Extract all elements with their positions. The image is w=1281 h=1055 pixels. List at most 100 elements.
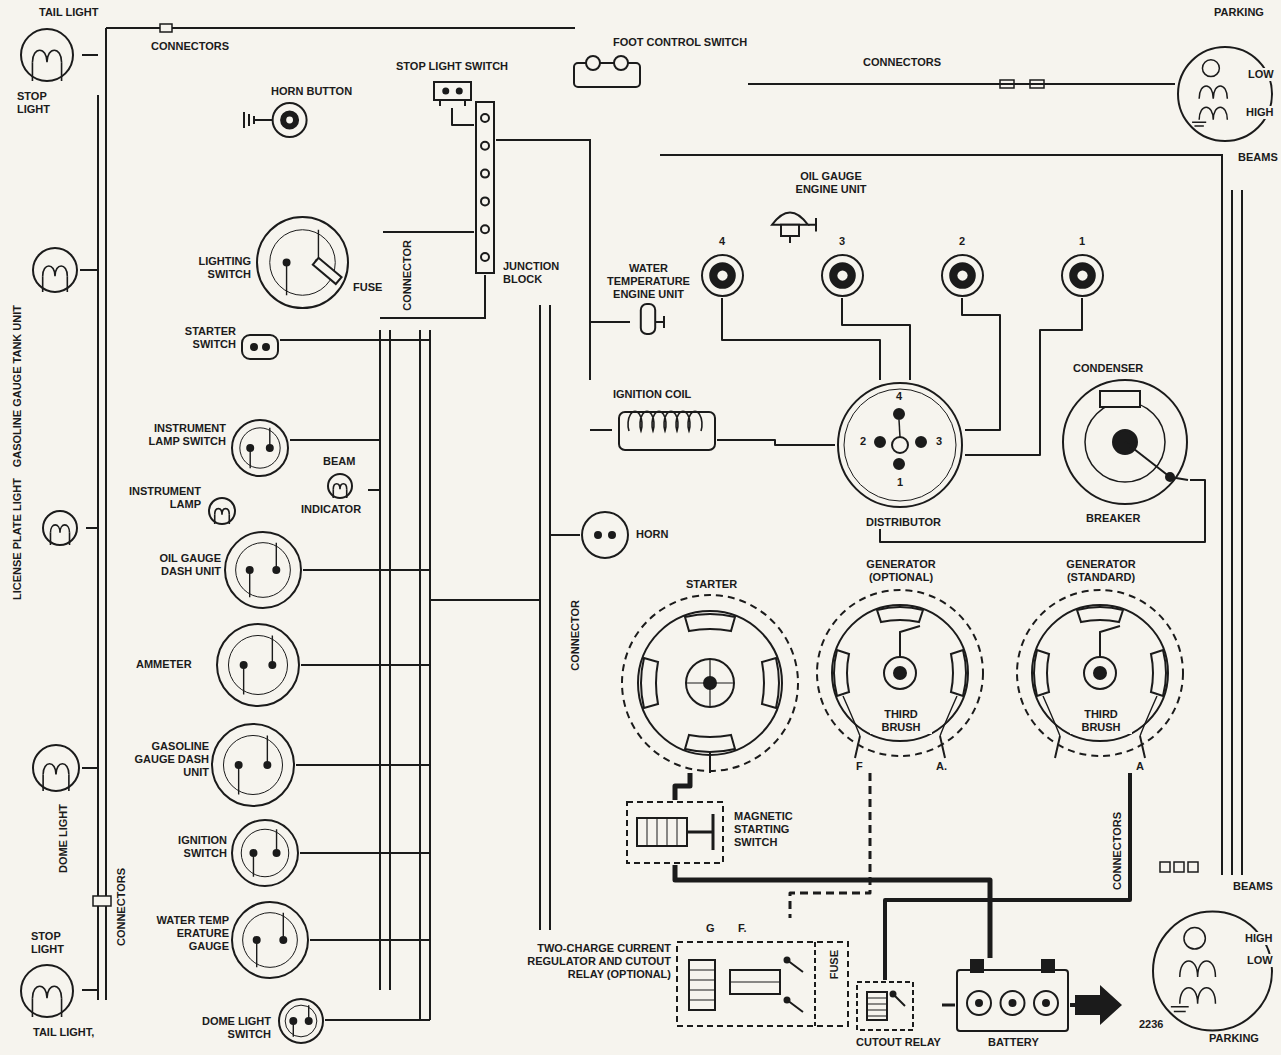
- symbol-part: [50, 525, 69, 533]
- component: GASOLINE GAUGE DASH UNIT: [130, 722, 296, 808]
- component: LIGHTING SWITCHFUSE: [170, 215, 383, 310]
- wire: [717, 440, 835, 445]
- component-symbol: [474, 100, 496, 275]
- symbol-part: [627, 802, 723, 863]
- symbol-part: [709, 751, 711, 773]
- part-label: WATER TEMPERATURE ENGINE UNIT: [600, 262, 697, 302]
- symbol-part: [232, 820, 298, 886]
- part-label: STARTER SWITCH: [165, 325, 237, 351]
- component: TAIL LIGHTSTOP LIGHT: [8, 6, 99, 116]
- symbol-part: [225, 532, 301, 608]
- component-outline: [223, 530, 303, 610]
- label-text: CONNECTOR: [568, 600, 583, 671]
- harness-wire: [80, 28, 575, 1000]
- part-label: THIRD BRUSH: [1070, 708, 1132, 734]
- wire: [748, 83, 1175, 85]
- part-label: BREAKER: [1085, 512, 1141, 525]
- symbol-part: [281, 112, 298, 129]
- symbol-part: [1070, 263, 1095, 288]
- component-outline: [12, 962, 82, 1020]
- wire: [452, 108, 474, 125]
- component: OIL GAUGE ENGINE UNIT: [760, 170, 872, 245]
- symbol-part: [32, 986, 61, 998]
- symbol-part: [704, 677, 716, 689]
- component-symbol: [855, 980, 915, 1032]
- component: TWO-CHARGE CURRENT REGULATOR AND CUTOUT …: [505, 918, 850, 1028]
- component: BATTERY: [955, 958, 1070, 1049]
- symbol-part: [481, 170, 489, 178]
- component-outline: [230, 900, 310, 980]
- symbol-part: [212, 724, 294, 806]
- symbol-part: [1184, 928, 1205, 949]
- part-label: HORN BUTTON: [270, 85, 353, 98]
- harness-wire: [380, 140, 630, 930]
- component-outline: [210, 722, 296, 808]
- component: OIL GAUGE DASH UNIT: [145, 530, 303, 610]
- part-label: IGNITION COIL: [612, 388, 692, 401]
- symbol-part: [1100, 626, 1120, 657]
- part-label: HIGH: [1245, 106, 1275, 119]
- symbol-part: [279, 999, 323, 1043]
- component: STARTER: [620, 578, 800, 773]
- component-symbol: [223, 530, 303, 610]
- part-label: STOP LIGHT: [16, 90, 68, 116]
- component-symbol: [30, 742, 82, 794]
- symbol-part: [443, 89, 448, 94]
- part-label: 4: [895, 390, 903, 403]
- component-symbol: [1060, 253, 1105, 298]
- part-label: 2: [958, 235, 966, 248]
- part-label: OIL GAUGE DASH UNIT: [145, 552, 222, 578]
- component-outline: [474, 100, 496, 275]
- component-symbol: [630, 302, 666, 342]
- symbol-part: [1202, 60, 1219, 77]
- symbol-part: [976, 1000, 982, 1006]
- symbol-part: [217, 624, 299, 706]
- part-label: INSTRUMENT LAMP: [120, 485, 202, 511]
- symbol-part: [582, 512, 628, 558]
- component-symbol: [955, 958, 1070, 1033]
- symbol-part: [32, 62, 61, 81]
- symbol-part: [574, 63, 640, 87]
- symbol-part: [257, 217, 348, 308]
- symbol-part: [884, 657, 916, 689]
- symbol-part: [286, 117, 293, 124]
- symbol-part: [950, 263, 975, 288]
- part-label: A: [1135, 760, 1145, 773]
- symbol-part: [894, 459, 904, 469]
- symbol-part: [215, 509, 230, 515]
- symbol-part: [814, 942, 816, 1026]
- symbol-part: [43, 764, 69, 775]
- symbol-part: [900, 626, 920, 657]
- symbol-part: [637, 818, 687, 846]
- symbol-part: [209, 498, 235, 524]
- symbol-part: [785, 958, 790, 963]
- symbol-part: [677, 942, 848, 1026]
- ground-arrow: [1075, 985, 1122, 1025]
- wire: [885, 773, 1130, 980]
- symbol-part: [772, 212, 808, 224]
- symbol-part: [655, 316, 664, 328]
- component: BEAMINDICATOR: [300, 455, 368, 516]
- component: 4: [700, 235, 745, 298]
- symbol-part: [253, 829, 276, 877]
- symbol-part: [21, 965, 73, 1017]
- part-label: STOP LIGHT SWITCH: [395, 60, 509, 73]
- symbol-part: [244, 112, 273, 128]
- component: STOP LIGHTTAIL LIGHT,: [8, 930, 95, 1039]
- symbol-part: [263, 344, 269, 350]
- symbol-part: [1180, 961, 1216, 977]
- symbol-part: [717, 270, 727, 280]
- component: GENERATOR (STANDARD)THIRD BRUSHA: [1015, 558, 1185, 773]
- component-outline: [580, 510, 630, 560]
- label-text: 2236: [1138, 1018, 1164, 1031]
- component-outline: [617, 406, 717, 456]
- symbol-part: [867, 998, 887, 1016]
- component-symbol: [617, 406, 717, 456]
- component-symbol: [820, 253, 865, 298]
- wire: [942, 1004, 955, 1007]
- symbol-part: [586, 56, 600, 70]
- part-label: LICENSE PLATE LIGHT: [10, 478, 25, 600]
- label-text: CONNECTORS: [150, 40, 230, 53]
- symbol-part: [855, 736, 945, 758]
